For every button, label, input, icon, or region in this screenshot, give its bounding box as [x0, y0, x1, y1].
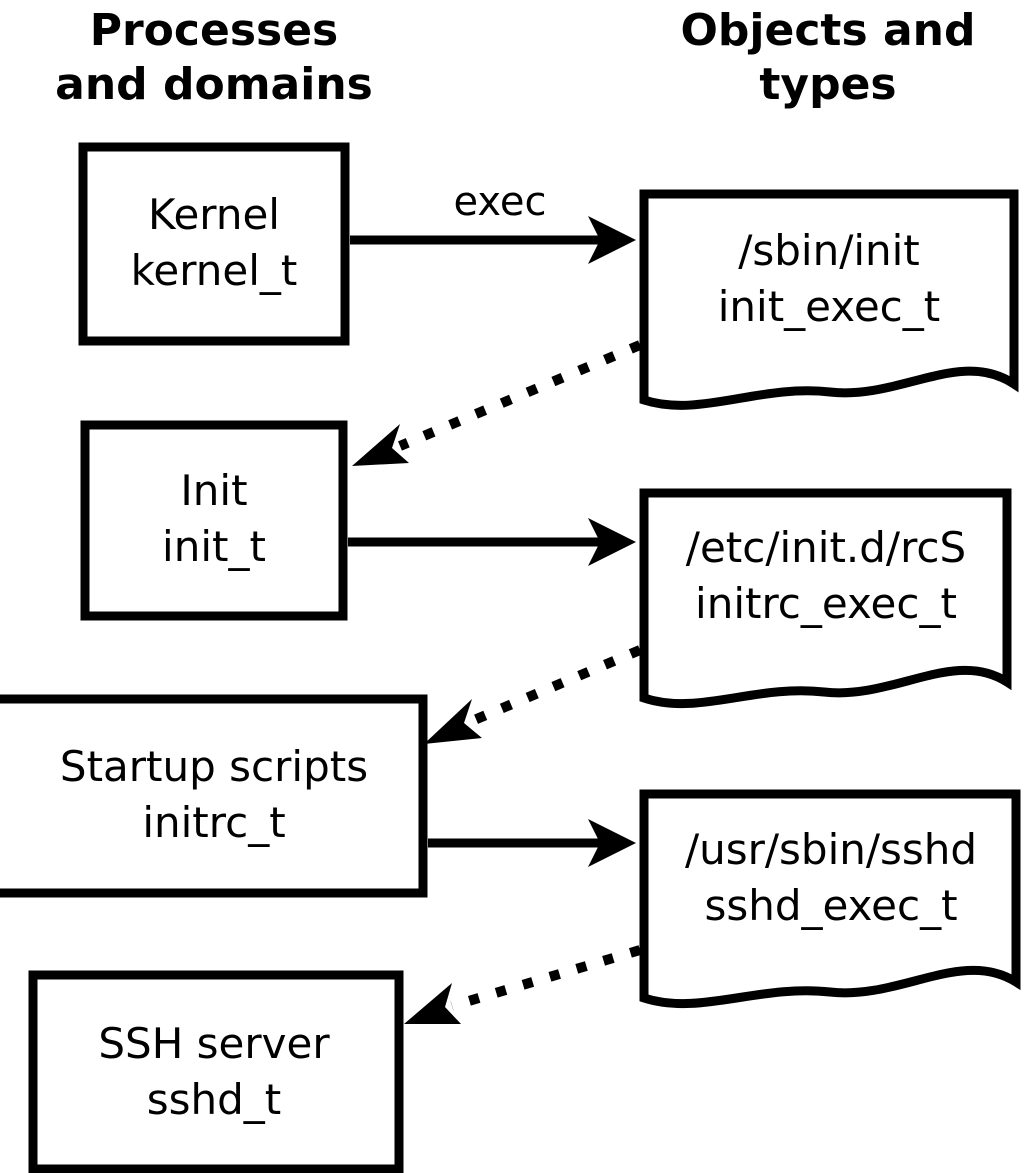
object-node-sshd-exec-line2: sshd_exec_t — [704, 881, 957, 930]
edge-sshd-exec-to-sshd — [404, 945, 642, 1024]
object-node-initrc-exec-shape[interactable] — [639, 488, 1012, 709]
process-node-sshd-line1: SSH server — [98, 1019, 330, 1068]
process-node-kernel-line2: kernel_t — [131, 246, 298, 295]
edge-init-to-initrc-exec-arrowhead — [588, 518, 636, 566]
process-node-init-line2: init_t — [162, 522, 266, 571]
edge-init-exec-to-init — [352, 340, 642, 466]
process-node-sshd-line2: sshd_t — [147, 1075, 282, 1124]
edge-sshd-exec-to-sshd-line — [450, 945, 642, 1011]
column-heading-objects-line1: Objects and — [681, 5, 976, 56]
object-node-init-exec-line1: /sbin/init — [738, 226, 920, 275]
process-node-kernel-line1: Kernel — [148, 190, 280, 239]
process-node-init-box[interactable] — [80, 420, 348, 621]
process-node-kernel[interactable]: Kernel kernel_t — [78, 142, 350, 346]
process-node-initrc-line1: Startup scripts — [60, 742, 368, 791]
process-node-initrc-box[interactable] — [0, 694, 428, 898]
column-heading-objects: Objects and types — [681, 5, 976, 110]
process-node-init[interactable]: Init init_t — [80, 420, 348, 621]
object-node-init-exec-line2: init_exec_t — [718, 282, 941, 331]
column-heading-processes-line1: Processes — [90, 5, 339, 56]
edge-kernel-to-init-exec-arrowhead — [588, 216, 636, 264]
object-node-sshd-exec-line1: /usr/sbin/sshd — [685, 825, 977, 874]
process-node-sshd[interactable]: SSH server sshd_t — [28, 970, 404, 1173]
column-heading-processes-line2: and domains — [55, 59, 373, 110]
edge-init-exec-to-init-arrowhead — [352, 424, 409, 466]
object-node-sshd-exec-shape[interactable] — [639, 789, 1021, 1009]
process-node-initrc-line2: initrc_t — [142, 798, 285, 847]
edge-initrc-to-sshd-exec — [428, 819, 636, 867]
object-node-sshd-exec[interactable]: /usr/sbin/sshd sshd_exec_t — [639, 789, 1021, 1009]
object-node-initrc-exec-line2: initrc_exec_t — [695, 579, 957, 628]
column-heading-processes: Processes and domains — [55, 5, 373, 110]
edge-initrc-exec-to-initrc-line — [470, 645, 642, 726]
edge-init-to-initrc-exec — [348, 518, 636, 566]
edge-label-exec: exec — [454, 179, 547, 225]
process-node-sshd-box[interactable] — [28, 970, 404, 1173]
column-heading-objects-line2: types — [759, 59, 896, 110]
process-node-initrc[interactable]: Startup scripts initrc_t — [0, 694, 428, 898]
edge-kernel-to-init-exec: exec — [350, 179, 636, 264]
process-node-kernel-box[interactable] — [78, 142, 350, 346]
edge-sshd-exec-to-sshd-arrowhead — [404, 983, 461, 1024]
edge-initrc-exec-to-initrc-arrowhead — [424, 699, 482, 744]
edge-initrc-to-sshd-exec-arrowhead — [588, 819, 636, 867]
object-node-init-exec-shape[interactable] — [639, 189, 1019, 410]
object-node-initrc-exec-line1: /etc/init.d/rcS — [686, 523, 966, 572]
process-node-init-line1: Init — [180, 466, 247, 515]
object-node-initrc-exec[interactable]: /etc/init.d/rcS initrc_exec_t — [639, 488, 1012, 709]
edge-init-exec-to-init-line — [398, 340, 642, 451]
object-node-init-exec[interactable]: /sbin/init init_exec_t — [639, 189, 1019, 410]
edge-initrc-exec-to-initrc — [424, 645, 642, 744]
